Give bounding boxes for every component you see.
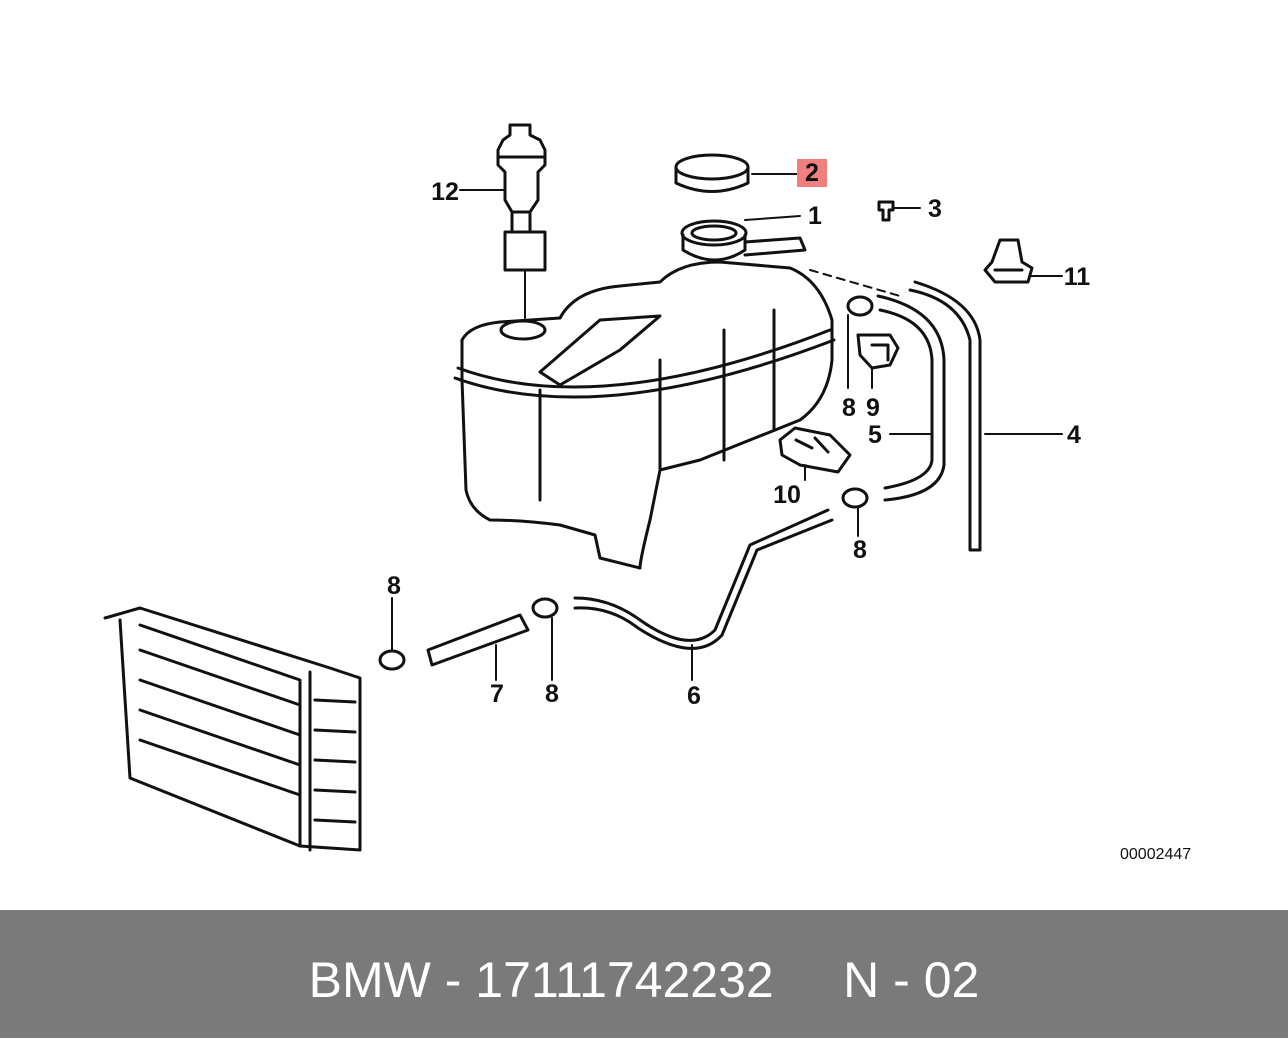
callout-6: 6 [687,682,701,710]
callout-8: 8 [853,536,867,564]
pipe-6 [573,508,834,650]
callout-10: 10 [773,481,801,509]
callout-leader-lines [391,173,1063,681]
callout-9: 9 [866,394,880,422]
hose-7 [426,613,530,667]
part-number-caption: BMW - 17111742232 N - 02 [308,952,980,1008]
callout-12: 12 [431,178,459,206]
callout-11: 11 [1063,263,1091,291]
footer-bar: BMW - 17111742232 N - 02 [0,910,1288,1038]
callout-8: 8 [842,394,856,422]
diagram-reference-number: 00002447 [1120,846,1192,863]
expansion-tank [453,219,901,570]
hose-holder-10 [778,426,852,474]
exploded-parts-diagram [103,123,1063,852]
radiator [103,606,362,852]
callout-5: 5 [868,421,882,449]
callout-8: 8 [387,572,401,600]
callout-8: 8 [545,680,559,708]
callout-2-highlighted: 2 [797,159,827,187]
hose-holder-11 [983,238,1034,284]
callout-1: 1 [808,202,822,230]
callout-4: 4 [1067,421,1081,449]
expansion-tank-cap [674,153,750,193]
callout-7: 7 [490,680,504,708]
bolt [877,200,895,222]
callout-3: 3 [928,195,942,223]
hose-5 [876,294,946,502]
hose-holder-9 [856,333,900,370]
level-sensor [496,123,547,319]
hose-4 [908,280,982,552]
